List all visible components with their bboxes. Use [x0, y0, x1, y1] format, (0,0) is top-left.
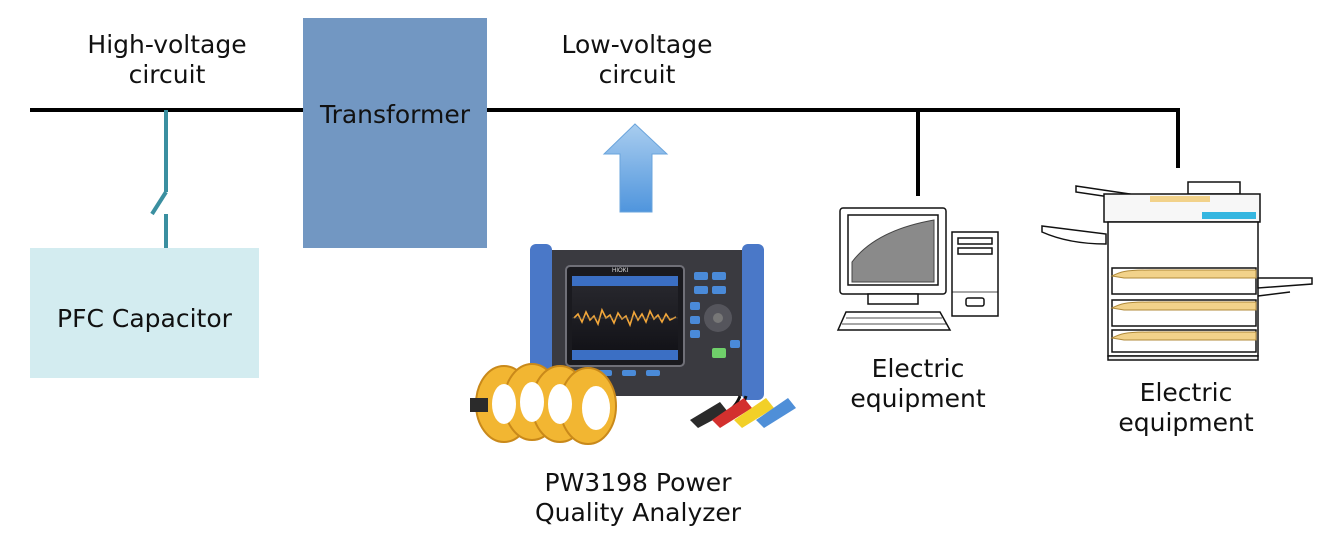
power-analyzer-device: HIOKI — [530, 244, 764, 400]
pfc-capacitor-box — [30, 248, 259, 378]
analyzer-label: PW3198 Power Quality Analyzer — [534, 468, 742, 527]
measurement-arrow — [602, 123, 669, 213]
copier-equipment-label: Electric equipment — [1118, 378, 1254, 437]
transformer-label: Transformer — [319, 99, 470, 129]
low-voltage-label: Low-voltage circuit — [561, 30, 713, 89]
pfc-capacitor-label: PFC Capacitor — [57, 303, 232, 333]
device-brand-label: HIOKI — [612, 268, 629, 274]
copier-icon — [1041, 181, 1313, 361]
computer-equipment-label: Electric equipment — [850, 354, 986, 413]
pfc-feeder-switch — [150, 110, 168, 248]
high-voltage-label: High-voltage circuit — [87, 30, 247, 89]
transformer-box — [303, 18, 487, 248]
desktop-computer-icon — [836, 207, 999, 331]
